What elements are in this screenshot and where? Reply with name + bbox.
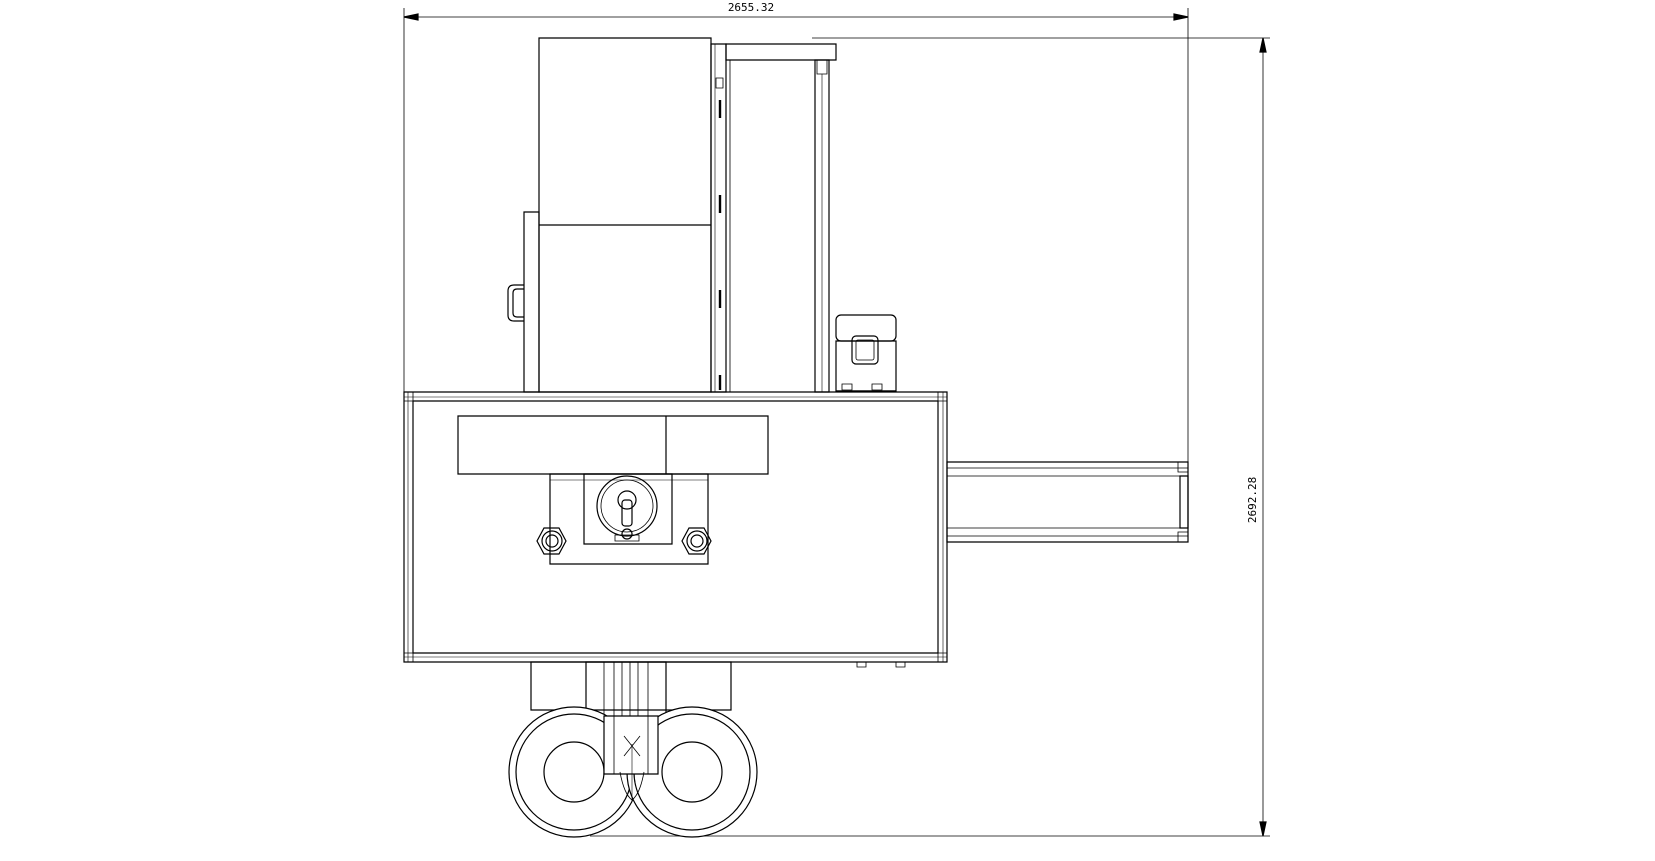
clamp-assembly	[537, 474, 711, 564]
right-nut	[682, 528, 711, 554]
caster-wheels	[509, 707, 757, 837]
guide-column	[711, 44, 836, 392]
width-dimension: 2655.32	[404, 1, 1188, 470]
upper-cabinet	[508, 38, 711, 392]
main-frame	[404, 392, 947, 667]
height-dimension-label: 2692.28	[1246, 477, 1259, 523]
motor-unit	[836, 315, 896, 391]
width-dimension-label: 2655.32	[728, 1, 774, 14]
left-nut	[537, 528, 566, 554]
side-arm	[947, 462, 1188, 542]
platen	[458, 416, 768, 474]
